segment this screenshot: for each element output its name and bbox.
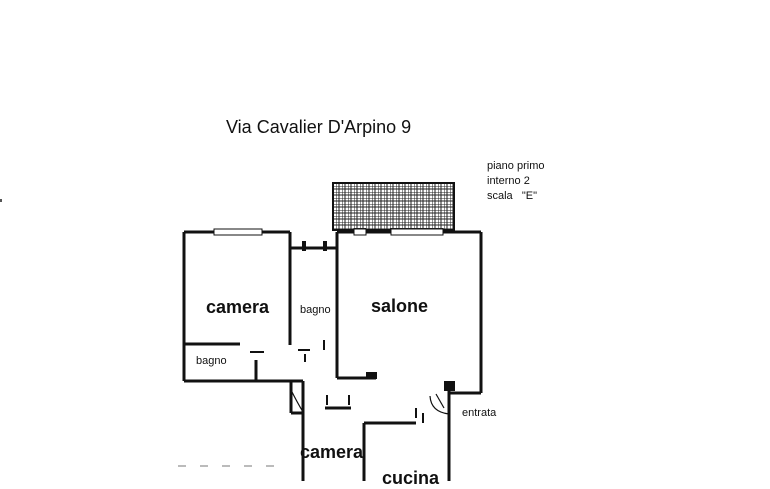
room-label-camera-top: camera (206, 297, 270, 317)
room-label-camera-bottom: camera (300, 442, 364, 462)
room-label-entrata: entrata (462, 407, 497, 419)
door-marks (250, 340, 424, 423)
balcony-hatch (332, 182, 455, 231)
room-label-bagno-upper: bagno (300, 304, 331, 316)
windows (213, 228, 444, 236)
address-title: Via Cavalier D'Arpino 9 (226, 117, 412, 137)
stair-label: scala "E" (487, 190, 537, 202)
door-arcs (290, 389, 450, 415)
edge-mark (0, 199, 2, 202)
unit-info: piano primo interno 2 scala "E" (487, 159, 544, 204)
room-label-bagno-lower: bagno (196, 355, 227, 367)
wall-blocks (302, 241, 455, 391)
floor-label: piano primo (487, 160, 545, 172)
unit-label: interno 2 (487, 175, 530, 187)
room-label-cucina: cucina (382, 468, 440, 488)
room-label-salone: salone (371, 296, 429, 316)
